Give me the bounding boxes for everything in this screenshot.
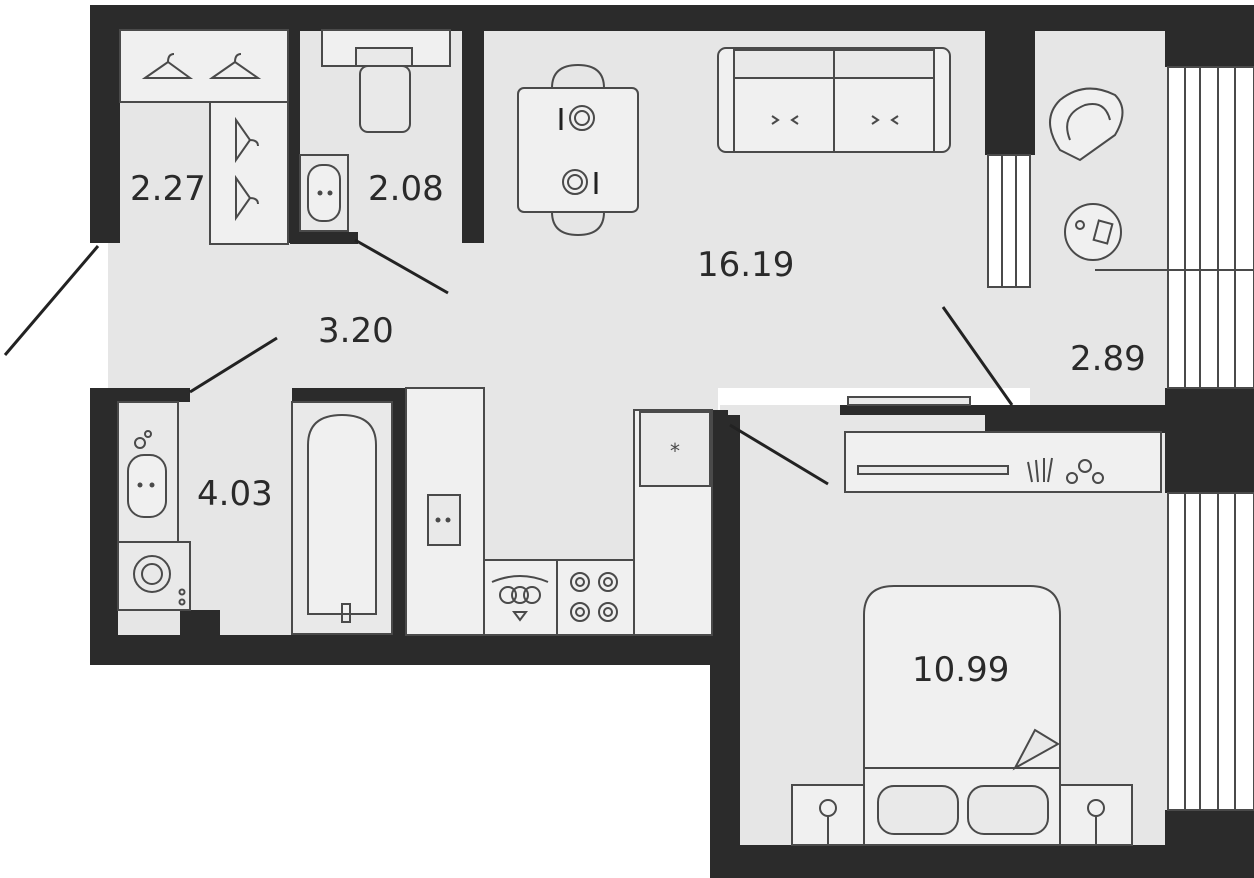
stove-icon [556, 560, 618, 635]
sofa-icon [717, 47, 951, 153]
toilet-area-label: 2.08 [368, 169, 444, 209]
nightstand-icon [791, 784, 865, 846]
armchair-icon [1049, 87, 1124, 162]
sink-icon [117, 401, 179, 543]
bathroom-door [189, 336, 278, 394]
wardrobe-area-label: 2.27 [130, 169, 206, 209]
hallway-area-label: 3.20 [318, 311, 394, 351]
kitchen-furniture: * [405, 387, 713, 636]
hanger-icon [141, 53, 262, 222]
svg-text:*: * [670, 439, 680, 463]
doors [3, 238, 1014, 486]
balcony-area-label: 2.89 [1070, 339, 1146, 379]
bedroom-door [729, 423, 829, 486]
washing-machine-icon [117, 541, 191, 611]
dining-table-icon [517, 63, 639, 237]
balcony-furniture [1049, 87, 1124, 261]
coffee-table-icon [1064, 203, 1122, 261]
tv-unit-icon [844, 396, 1162, 493]
window-bedroom [1167, 492, 1254, 811]
toilet-icon [355, 47, 413, 133]
living-furniture [517, 47, 1162, 493]
window-balcony-inner [987, 154, 1031, 288]
bathroom-area-label: 4.03 [197, 474, 273, 514]
walls [90, 5, 1254, 878]
toilet-furniture [299, 29, 451, 232]
window-balcony [1167, 66, 1254, 389]
toilet-door [354, 238, 449, 295]
sink-icon [299, 154, 349, 232]
windows [987, 66, 1254, 811]
bed-icon [863, 585, 1061, 846]
entrance-door [3, 245, 100, 356]
fridge-icon: * [633, 409, 713, 636]
room-labels: 2.27 2.08 3.20 4.03 16.19 2.89 10.99 [130, 169, 1146, 690]
oven-icon [491, 575, 549, 622]
balcony-door [941, 306, 1014, 406]
bathtub-icon [291, 401, 393, 635]
kitchen-sink-icon [427, 494, 461, 546]
nightstand-icon [1059, 784, 1133, 846]
wardrobe-furniture [119, 29, 289, 245]
bathroom-furniture [117, 401, 393, 635]
living-kitchen-area-label: 16.19 [697, 245, 794, 285]
bedroom-furniture [791, 585, 1133, 846]
bedroom-area-label: 10.99 [912, 650, 1009, 690]
